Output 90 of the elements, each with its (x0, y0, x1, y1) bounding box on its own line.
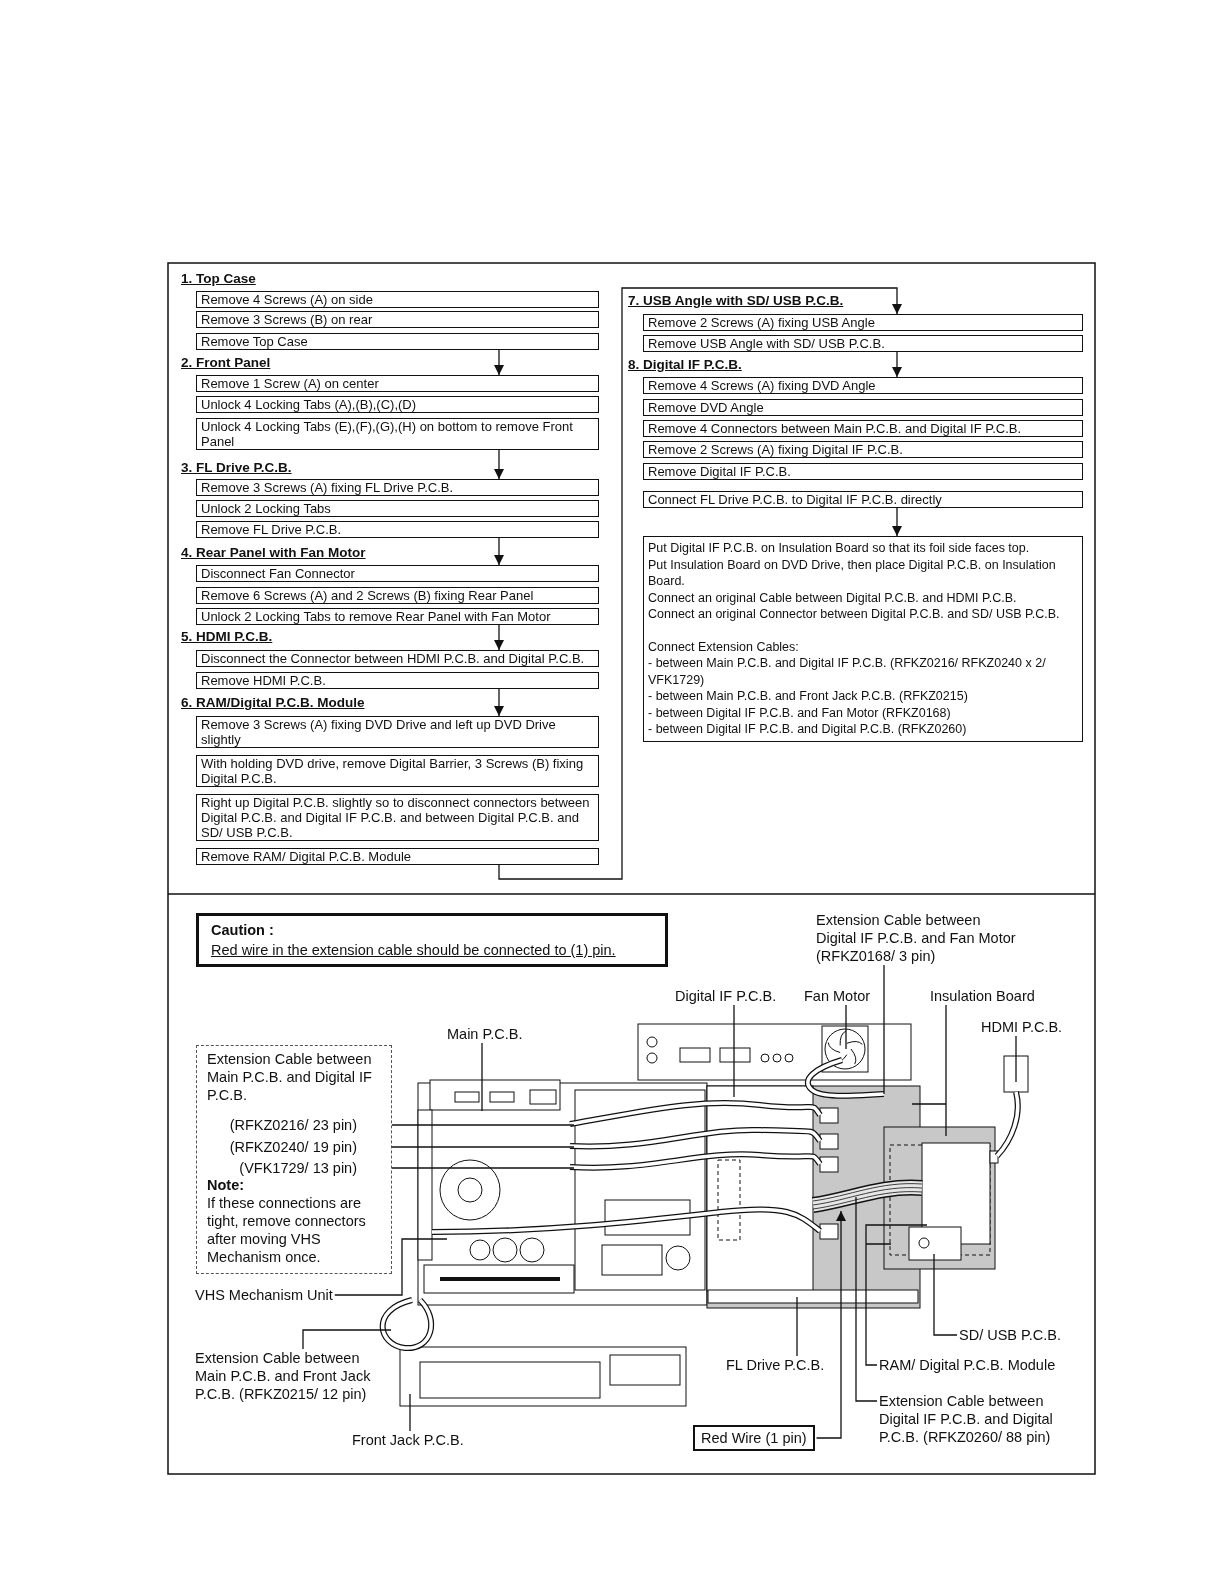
callout-box: Red Wire (1 pin) (693, 1425, 815, 1451)
step-box: Remove FL Drive P.C.B. (196, 521, 599, 538)
instruction-text: Connect an original Connector between Digital P.C.B. and SD/ USB P.C.B. (648, 606, 1061, 623)
instruction-text: Put Insulation Board on DVD Drive, then place Digital P.C.B. on Insulation Board. (648, 556, 1057, 590)
step-box: Remove 3 Screws (A) fixing DVD Drive and left up DVD Drive slightly (196, 716, 599, 748)
step-box: With holding DVD drive, remove Digital Barrier, 3 Screws (B) fixing Digital P.C.B. (196, 755, 599, 787)
step-box: Remove 6 Screws (A) and 2 Screws (B) fixing Rear Panel (196, 587, 599, 604)
section-heading: 8. Digital IF P.C.B. (628, 356, 742, 374)
instruction-text: Connect an original Cable between Digital P.C.B. and HDMI P.C.B. (648, 589, 1018, 606)
step-box: Connect FL Drive P.C.B. to Digital IF P.C.B. directly (643, 491, 1083, 508)
part-label: Extension Cable between Main P.C.B. and Front Jack P.C.B. (RFKZ0215/ 12 pin) (195, 1349, 389, 1403)
step-box: Right up Digital P.C.B. slightly so to disconnect connectors between Digital P.C.B. and Digital IF P.C.B. and between Digital P.C.B. and SD/ USB P.C.B. (196, 794, 599, 841)
part-label: HDMI P.C.B. (981, 1018, 1063, 1036)
leader-line (883, 964, 885, 1095)
instruction-text: - between Digital IF P.C.B. and Digital P.C.B. (RFKZ0260) (648, 721, 968, 738)
leader-line (933, 1253, 958, 1336)
step-box: Remove Top Case (196, 333, 599, 350)
section-heading: 5. HDMI P.C.B. (181, 628, 273, 646)
step-box: Remove 4 Screws (A) fixing DVD Angle (643, 377, 1083, 394)
section-heading: 6. RAM/Digital P.C.B. Module (181, 694, 365, 712)
step-box: Disconnect Fan Connector (196, 565, 599, 582)
step-box: Remove HDMI P.C.B. (196, 672, 599, 689)
flow-arrow (892, 351, 902, 378)
flow-arrow (494, 537, 504, 566)
caution-panel (196, 913, 668, 967)
part-label: VHS Mechanism Unit (195, 1286, 333, 1304)
instruction-text: Put Digital IF P.C.B. on Insulation Board so that its foil side faces top. (648, 540, 1031, 557)
part-label: Insulation Board (930, 987, 1035, 1005)
section-heading: 2. Front Panel (181, 354, 271, 372)
leader-line (911, 1004, 947, 1137)
flow-arrow (494, 449, 504, 480)
leader-line (733, 1004, 735, 1098)
cable-label: (VFK1729/ 13 pin) (201, 1159, 357, 1177)
instruction-text: - between Digital IF P.C.B. and Fan Motor (RFKZ0168) (648, 704, 952, 721)
leader-line (334, 1238, 448, 1296)
note-text: If these connections are tight, remove connectors after moving VHS Mechanism once. (207, 1194, 367, 1266)
part-label: FL Drive P.C.B. (726, 1356, 825, 1374)
step-box: Remove 3 Screws (A) fixing FL Drive P.C.B. (196, 479, 599, 496)
step-box: Remove 4 Connectors between Main P.C.B. and Digital IF P.C.B. (643, 420, 1083, 437)
step-box: Remove RAM/ Digital P.C.B. Module (196, 848, 599, 865)
instruction-text: - between Main P.C.B. and Front Jack P.C.B. (RFKZ0215) (648, 688, 969, 705)
leader-line (855, 1196, 878, 1402)
instruction-text: Connect Extension Cables: (648, 638, 800, 655)
leader-arrow (815, 1210, 846, 1439)
step-box: Disconnect the Connector between HDMI P.C.B. and Digital P.C.B. (196, 650, 599, 667)
leader-line (481, 1042, 483, 1112)
step-box: Remove 4 Screws (A) on side (196, 291, 599, 308)
instruction-text: - between Main P.C.B. and Digital IF P.C.B. (RFKZ0216/ RFKZ0240 x 2/ VFK1729) (648, 655, 1047, 688)
part-label: Fan Motor (804, 987, 871, 1005)
step-box: Unlock 2 Locking Tabs to remove Rear Panel with Fan Motor (196, 608, 599, 625)
part-label: Extension Cable between Digital IF P.C.B. and Digital P.C.B. (RFKZ0260/ 88 pin) (879, 1392, 1073, 1446)
note-panel (196, 1045, 392, 1274)
step-box: Remove 2 Screws (A) fixing USB Angle (643, 314, 1083, 331)
leader-line (865, 1224, 928, 1366)
section-heading: 4. Rear Panel with Fan Motor (181, 544, 366, 562)
caution-text: Red wire in the extension cable should be connected to (1) pin. (211, 941, 617, 960)
part-label: Digital IF P.C.B. (675, 987, 777, 1005)
flow-arrow (892, 507, 902, 537)
instruction-panel (643, 536, 1083, 742)
step-box: Remove 3 Screws (B) on rear (196, 311, 599, 328)
step-box: Remove USB Angle with SD/ USB P.C.B. (643, 335, 1083, 352)
flow-arrow (494, 688, 504, 717)
step-box: Unlock 4 Locking Tabs (E),(F),(G),(H) on bottom to remove Front Panel (196, 418, 599, 450)
cable-label: (RFKZ0216/ 23 pin) (201, 1116, 357, 1134)
leader-line (1015, 1035, 1017, 1083)
step-box: Remove DVD Angle (643, 399, 1083, 416)
section-heading: 1. Top Case (181, 270, 256, 288)
part-label: SD/ USB P.C.B. (959, 1326, 1062, 1344)
part-label: Front Jack P.C.B. (352, 1431, 464, 1449)
part-label: Extension Cable between Digital IF P.C.B. and Fan Motor (RFKZ0168/ 3 pin) (816, 911, 1022, 965)
section-heading: 7. USB Angle with SD/ USB P.C.B. (628, 292, 844, 310)
note-heading: Extension Cable between Main P.C.B. and Digital IF P.C.B. (207, 1050, 373, 1104)
part-label: RAM/ Digital P.C.B. Module (879, 1356, 1056, 1374)
leader-line (796, 1296, 798, 1357)
step-box: Unlock 4 Locking Tabs (A),(B),(C),(D) (196, 396, 599, 413)
flow-arrow (494, 624, 504, 651)
part-label: Main P.C.B. (447, 1025, 523, 1043)
step-box: Unlock 2 Locking Tabs (196, 500, 599, 517)
leader-line (409, 1393, 411, 1432)
section-heading: 3. FL Drive P.C.B. (181, 459, 292, 477)
step-box: Remove 2 Screws (A) fixing Digital IF P.C.B. (643, 441, 1083, 458)
step-box: Remove Digital IF P.C.B. (643, 463, 1083, 480)
note-label: Note: (207, 1176, 246, 1194)
flow-arrow (494, 349, 504, 376)
leader-line (302, 1329, 392, 1350)
cable-label: (RFKZ0240/ 19 pin) (201, 1138, 357, 1156)
flow-arrow (498, 287, 902, 880)
step-box: Remove 1 Screw (A) on center (196, 375, 599, 392)
caution-heading: Caution : (211, 921, 275, 940)
leader-line (845, 1004, 847, 1050)
